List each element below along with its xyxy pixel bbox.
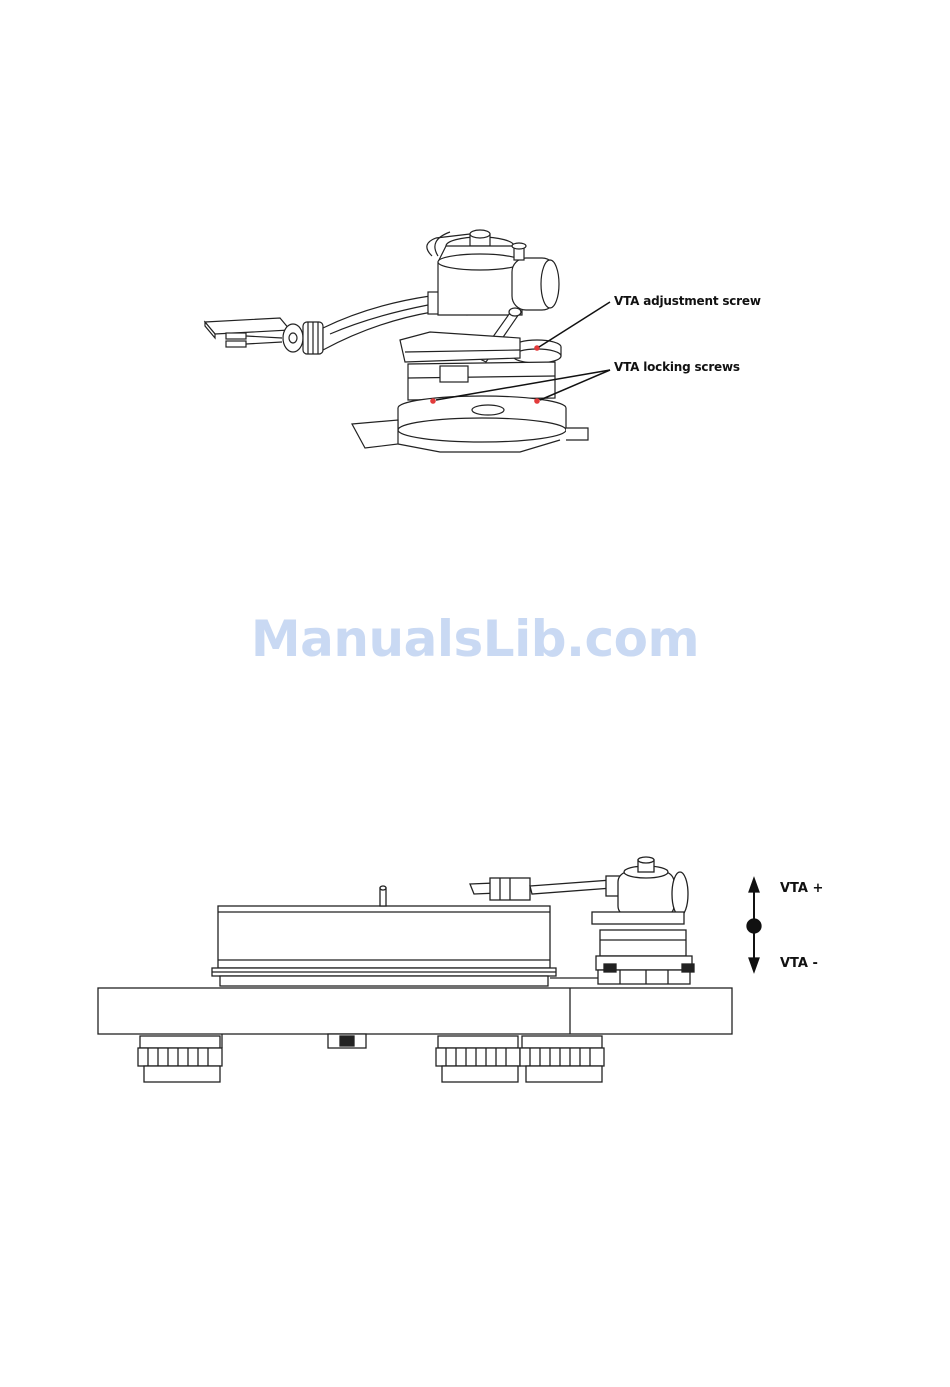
- platter: [218, 906, 550, 968]
- foot-left: [138, 1036, 222, 1082]
- turntable-assembly: [98, 857, 732, 1082]
- foot-middle: [436, 1036, 520, 1082]
- vta-pivot-dot: [747, 919, 761, 933]
- label-vta-plus: VTA +: [780, 881, 823, 896]
- vta-direction-arrow: [747, 878, 761, 972]
- label-vta-minus: VTA -: [780, 956, 818, 971]
- plinth: [98, 988, 732, 1034]
- foot-right: [520, 1036, 604, 1082]
